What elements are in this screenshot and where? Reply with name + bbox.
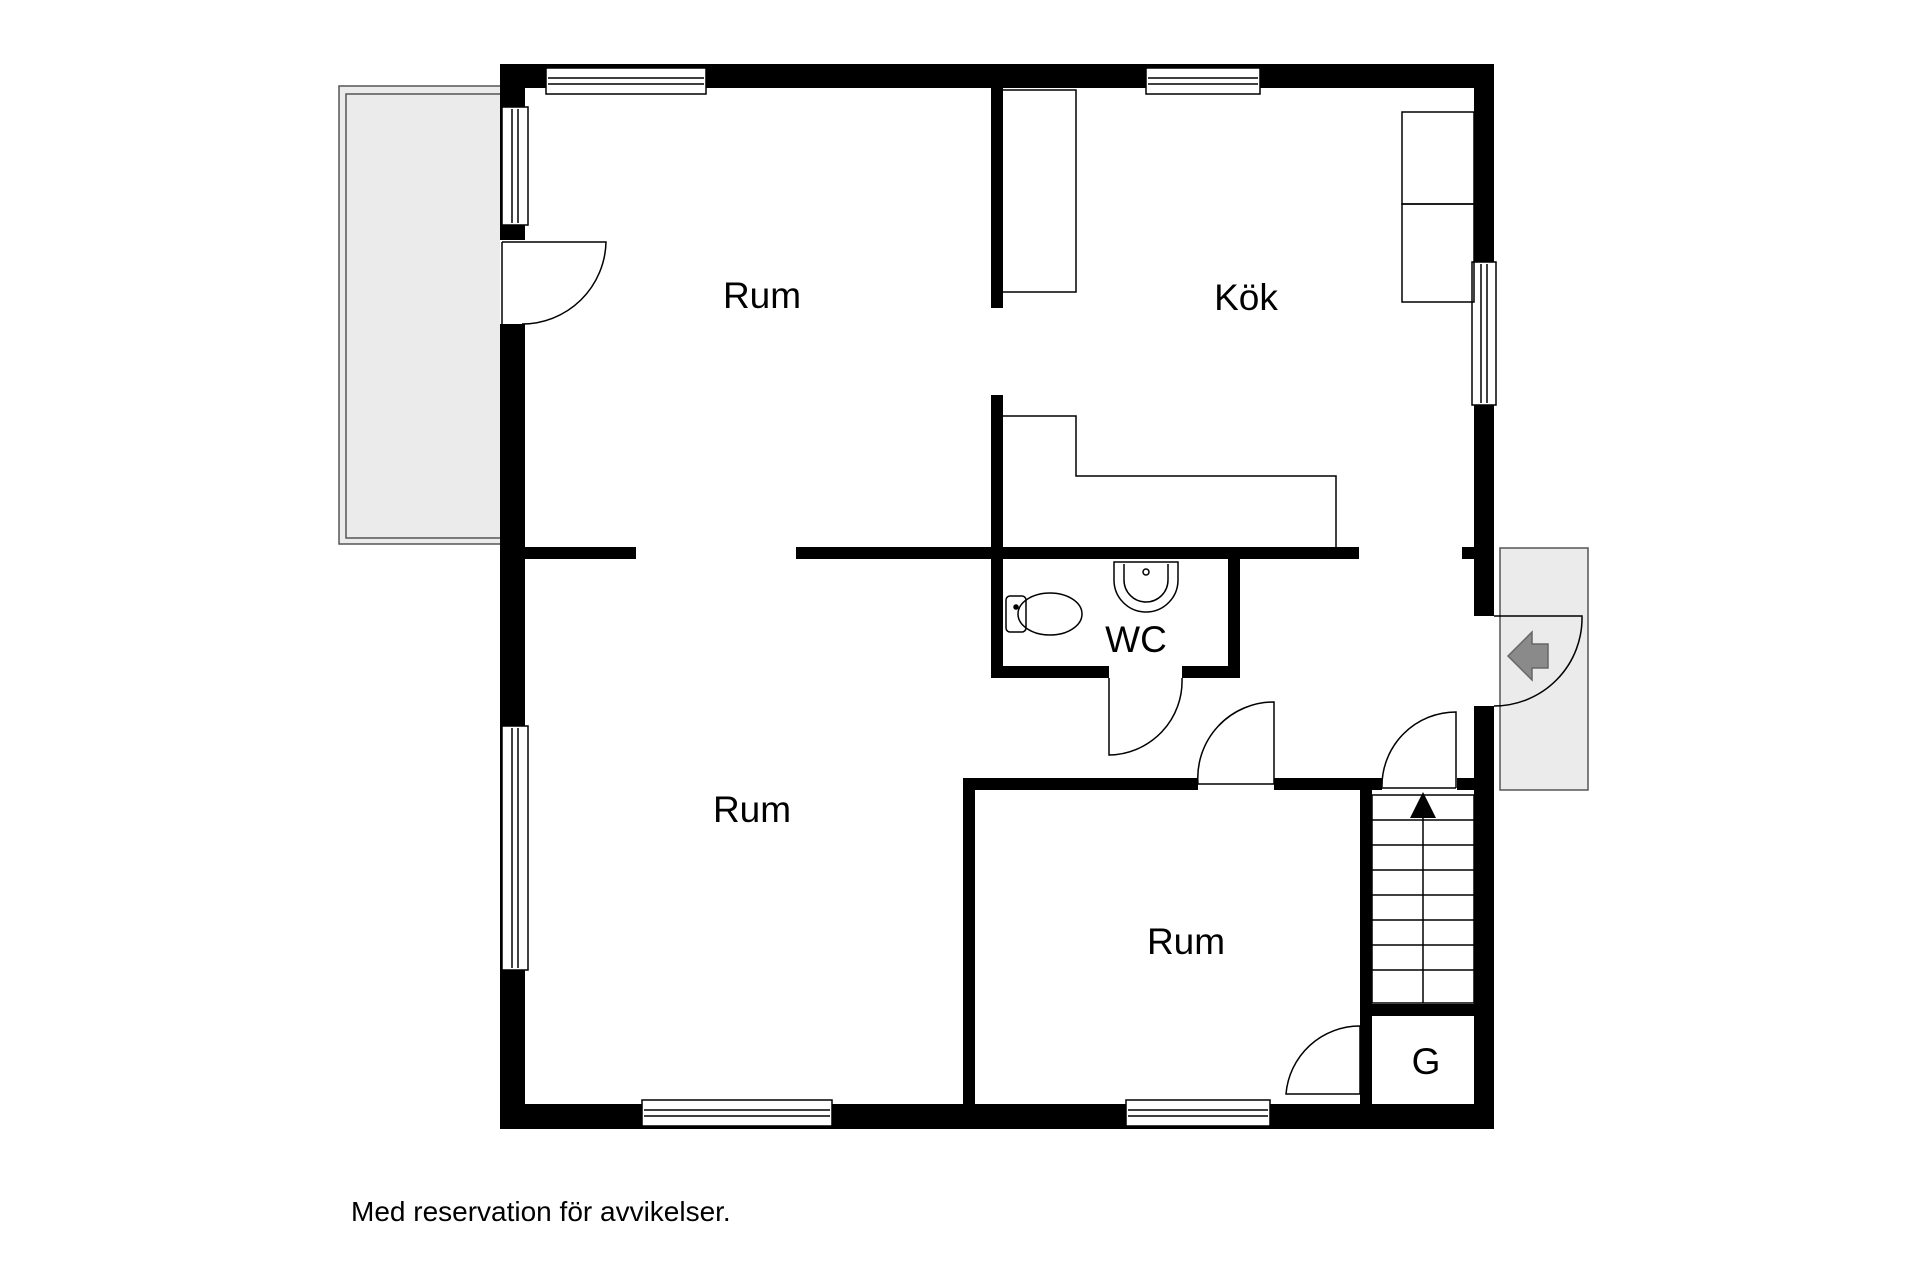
room-label-rum-bottom-left: Rum xyxy=(713,789,791,830)
entry-arrow-icon xyxy=(1506,630,1549,682)
kitchen-counters xyxy=(1003,89,1475,547)
windows xyxy=(501,67,1497,1127)
sink-icon xyxy=(1113,561,1179,613)
room-label-rum-bottom-middle: Rum xyxy=(1147,921,1225,962)
room-label-g: G xyxy=(1412,1041,1441,1082)
toilet-icon xyxy=(1005,592,1083,636)
balcony-door xyxy=(500,240,607,325)
wc-fixtures xyxy=(1005,561,1179,636)
room-label-wc: WC xyxy=(1105,619,1167,660)
interior-walls xyxy=(525,88,1474,1104)
staircase xyxy=(1371,794,1475,1004)
room-label-kok: Kök xyxy=(1214,277,1278,318)
stair-arrow-icon xyxy=(1410,792,1436,818)
balcony xyxy=(338,85,503,545)
entrance-porch xyxy=(1499,547,1589,791)
door-swings xyxy=(1108,615,1583,1095)
disclaimer-text: Med reservation för avvikelser. xyxy=(351,1196,731,1227)
room-label-rum-top-left: Rum xyxy=(723,275,801,316)
